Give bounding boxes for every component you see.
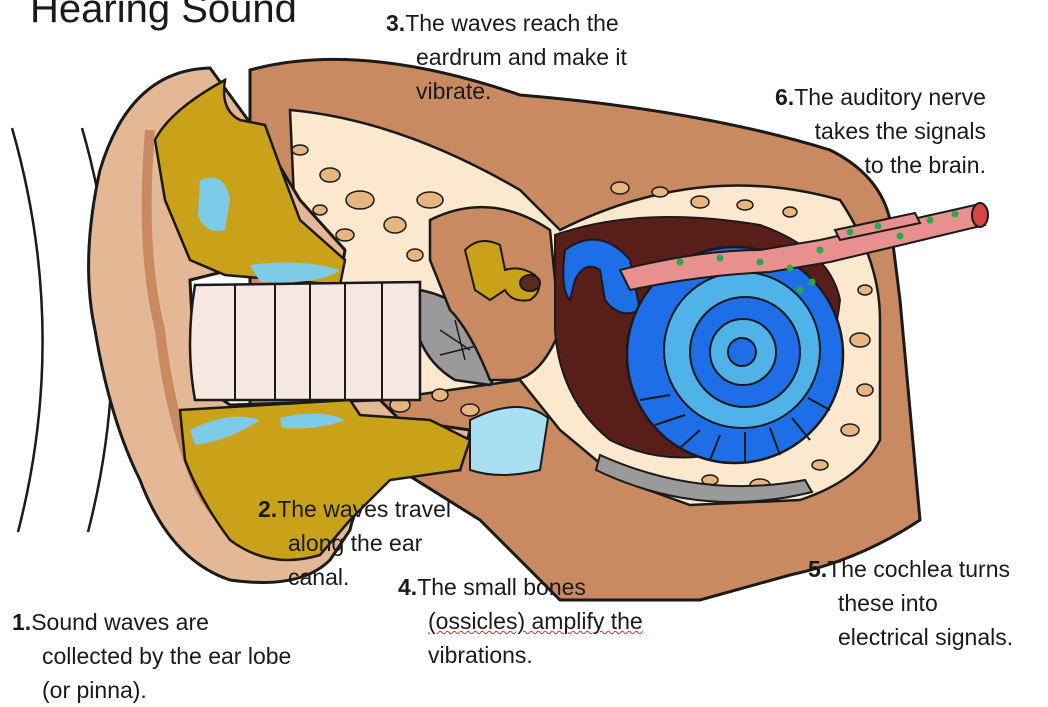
step-text-line: collected by the ear lobe [12,639,291,673]
step-text-line: (or pinna). [12,673,291,707]
step-text-line: electrical signals. [808,620,1013,654]
step-text-line: eardrum and make it [386,40,627,74]
step-number: 2. [258,496,277,522]
step-text-line: The waves reach the [405,10,619,36]
step-text-line: along the ear [258,526,451,560]
step-text-line: these into [808,586,1013,620]
stapes-footplate [520,275,540,291]
step-text-line: Sound waves are [31,609,209,635]
ear-canal [190,282,420,400]
step-text-line: (ossicles) amplify the [398,604,643,638]
step-text-line: vibrations. [398,638,643,672]
step-1-caption: 1.Sound waves are collected by the ear l… [12,605,291,707]
step-number: 6. [775,84,794,110]
step-4-caption: 4.The small bones (ossicles) amplify the… [398,570,643,672]
cochlea-center [728,338,756,366]
sound-wave-arc-outer [12,128,43,532]
step-6-caption: 6.The auditory nerve takes the signals t… [775,80,986,182]
step-3-caption: 3.The waves reach the eardrum and make i… [386,6,627,108]
step-5-caption: 5.The cochlea turns these into electrica… [808,552,1013,654]
nerve-end [972,203,988,227]
step-text-line: vibrate. [386,74,627,108]
step-number: 3. [386,10,405,36]
step-number: 1. [12,609,31,635]
step-text-line: takes the signals [775,114,986,148]
diagram-title: Hearing Sound [30,0,297,31]
fluid-pocket-5 [470,407,548,475]
step-number: 5. [808,556,827,582]
step-text-line: The cochlea turns [827,556,1010,582]
step-text-line: The auditory nerve [794,84,986,110]
step-text-line: The waves travel [277,496,451,522]
step-text-line: The small bones [417,574,586,600]
step-number: 4. [398,574,417,600]
step-text-line: to the brain. [775,148,986,182]
